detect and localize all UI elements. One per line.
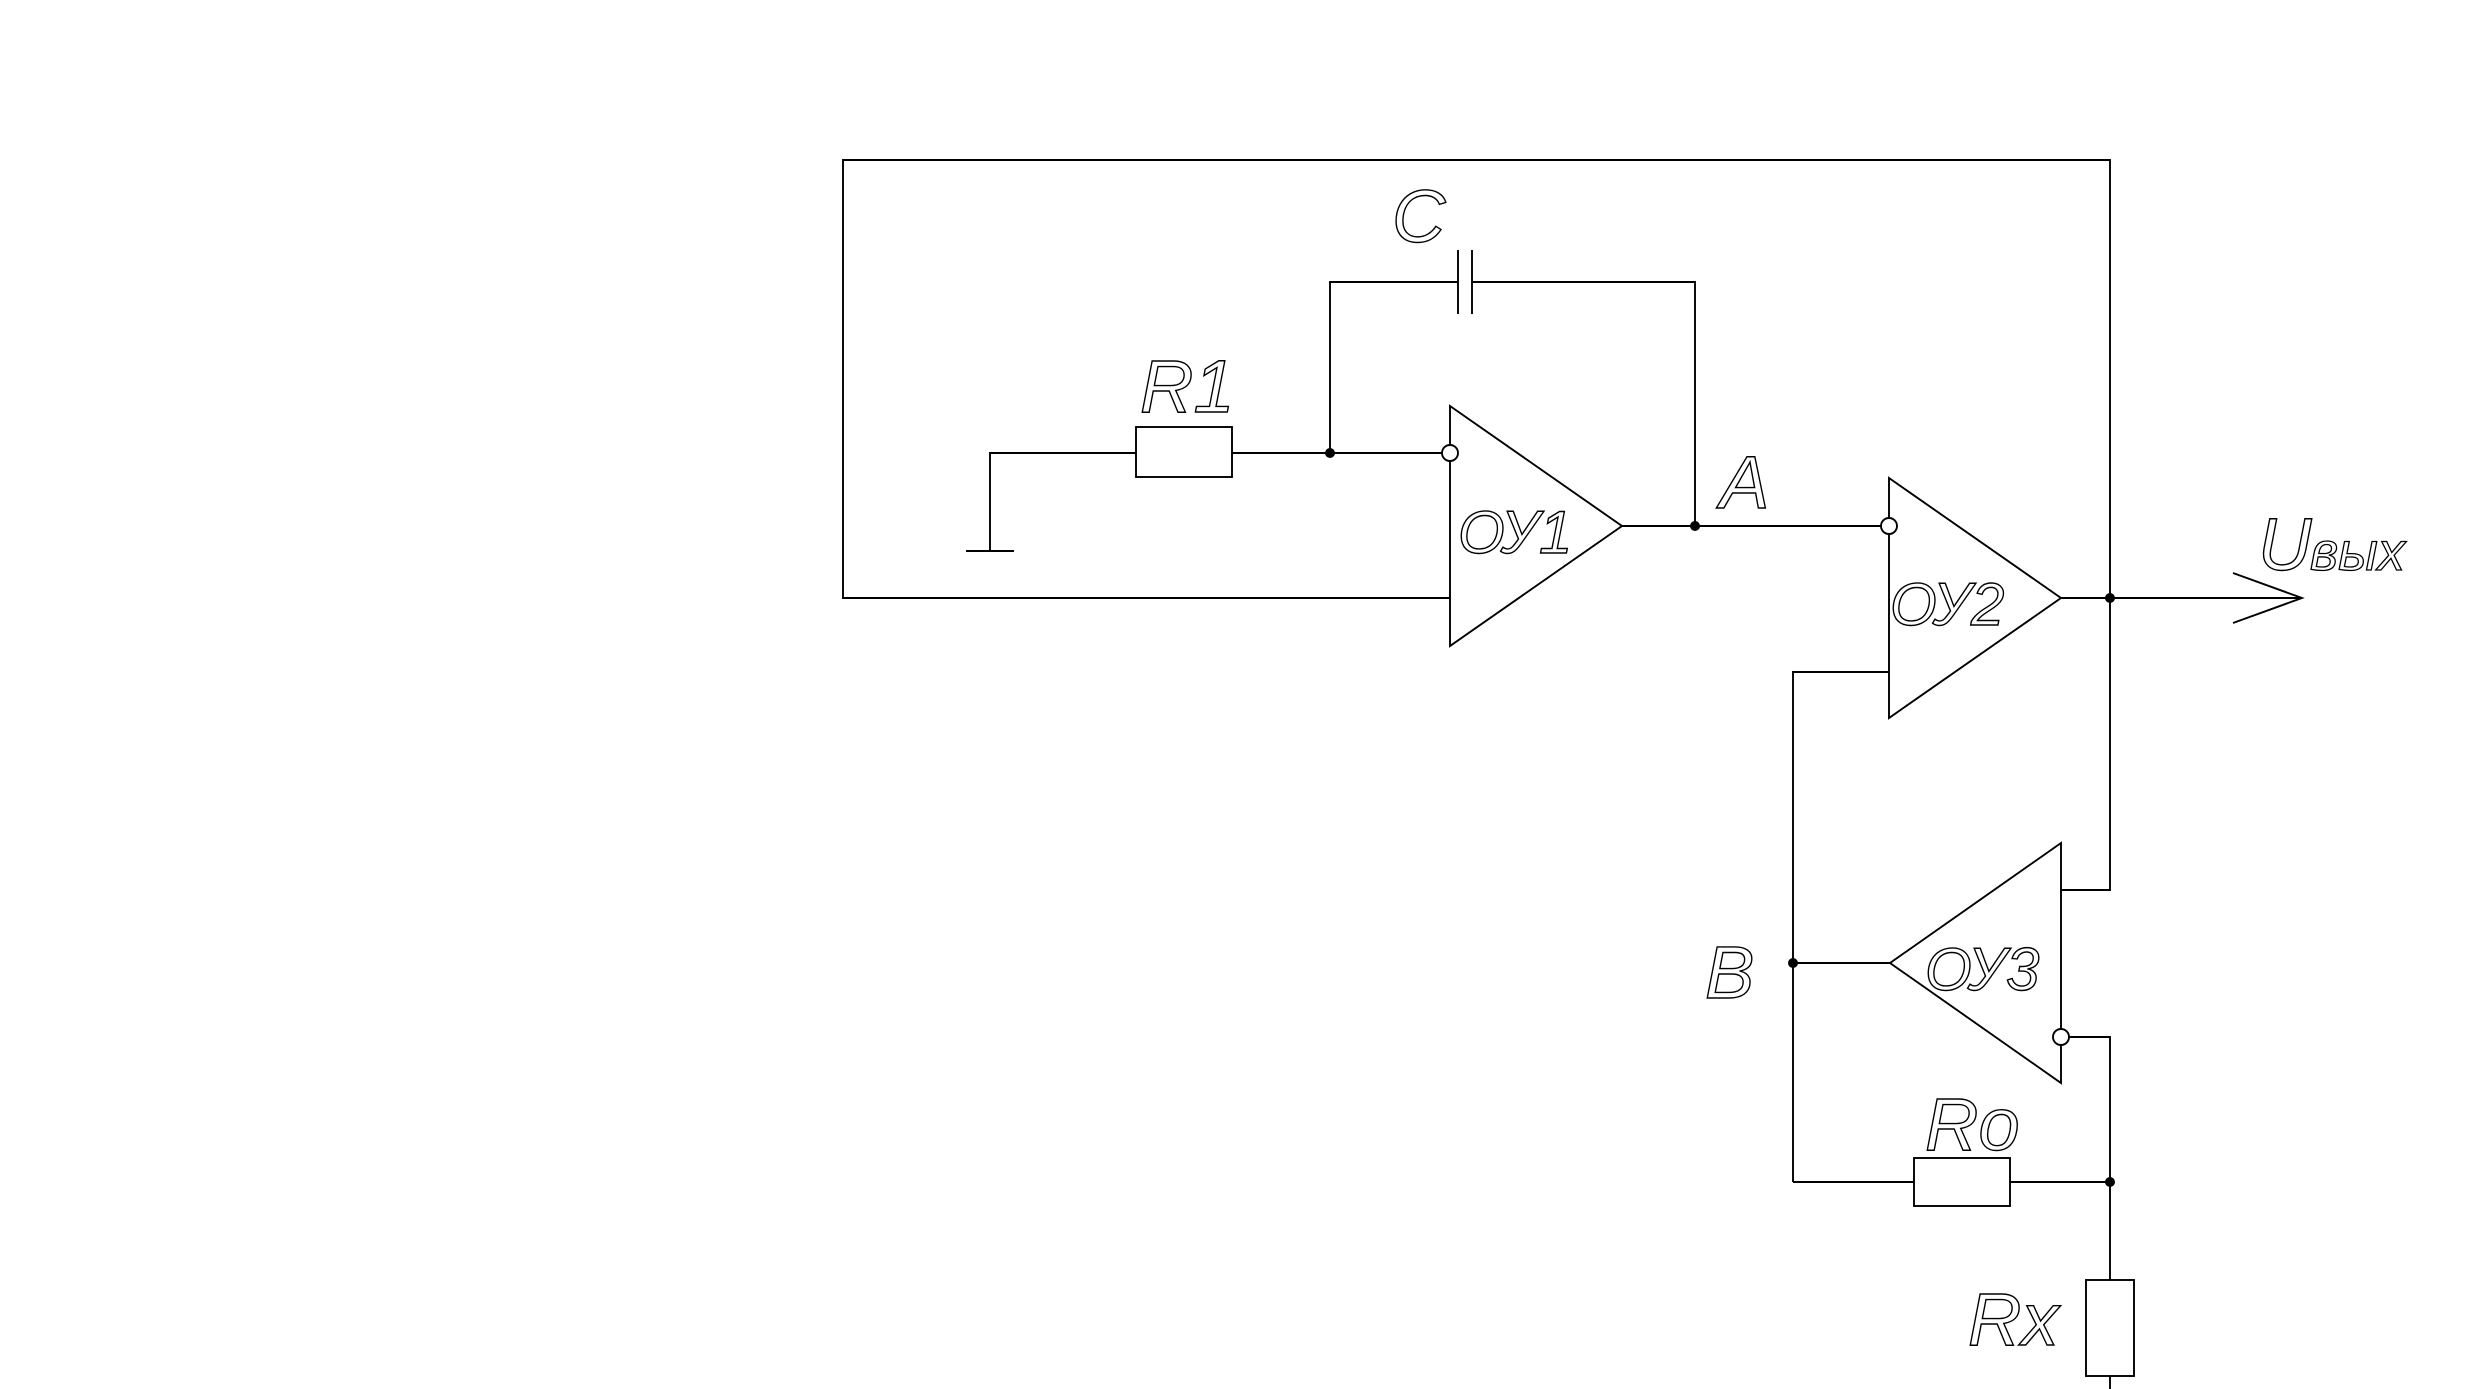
feedback-loop-wire <box>842 159 2111 599</box>
ou3-inverting-input-icon <box>2052 1028 2070 1046</box>
label-ou2: ОУ2 <box>1890 571 2004 638</box>
resistor-r1 <box>1135 426 1233 478</box>
junction-dot <box>2105 1177 2115 1187</box>
ou2-plus-wire <box>1792 671 1889 1182</box>
label-output-main: U <box>2258 503 2312 586</box>
label-r0: Ro <box>1925 1083 2020 1166</box>
label-output-sub: вых <box>2310 522 2407 582</box>
opamp-ou3 <box>1888 841 2062 1085</box>
label-ou3: ОУ3 <box>1925 936 2039 1003</box>
junctions <box>1325 448 2115 1187</box>
ou1-inverting-input-icon <box>1441 444 1459 462</box>
junction-dot <box>1788 958 1798 968</box>
resistor-r0 <box>1913 1157 2011 1207</box>
labels: C R1 A ОУ1 ОУ2 ОУ3 B Ro Rx U вых <box>1139 174 2407 1361</box>
junction-dot <box>1690 521 1700 531</box>
output-arrow <box>2232 572 2305 624</box>
label-r1: R1 <box>1140 345 1235 428</box>
label-node-b: B <box>1705 931 1754 1014</box>
ou3-top-wire <box>2061 598 2111 891</box>
junction-dot <box>1325 448 1335 458</box>
cap-right-wire <box>1472 281 1696 526</box>
label-rx: Rx <box>1968 1278 2061 1361</box>
junction-dot <box>2105 593 2115 603</box>
opamp-ou2 <box>1888 476 2063 720</box>
label-ou1: ОУ1 <box>1458 499 1572 566</box>
cap-left-wire <box>1329 281 1458 453</box>
ou3-minus-wire <box>2069 1036 2111 1280</box>
ou2-inverting-input-icon <box>1880 517 1898 535</box>
opamp-ou1 <box>1449 404 1624 648</box>
components <box>1135 250 2135 1377</box>
label-capacitor: C <box>1392 175 1446 258</box>
ground-wire <box>989 452 1136 551</box>
label-node-a: A <box>1716 441 1769 524</box>
wires <box>842 159 2305 1389</box>
resistor-rx <box>2085 1279 2135 1377</box>
